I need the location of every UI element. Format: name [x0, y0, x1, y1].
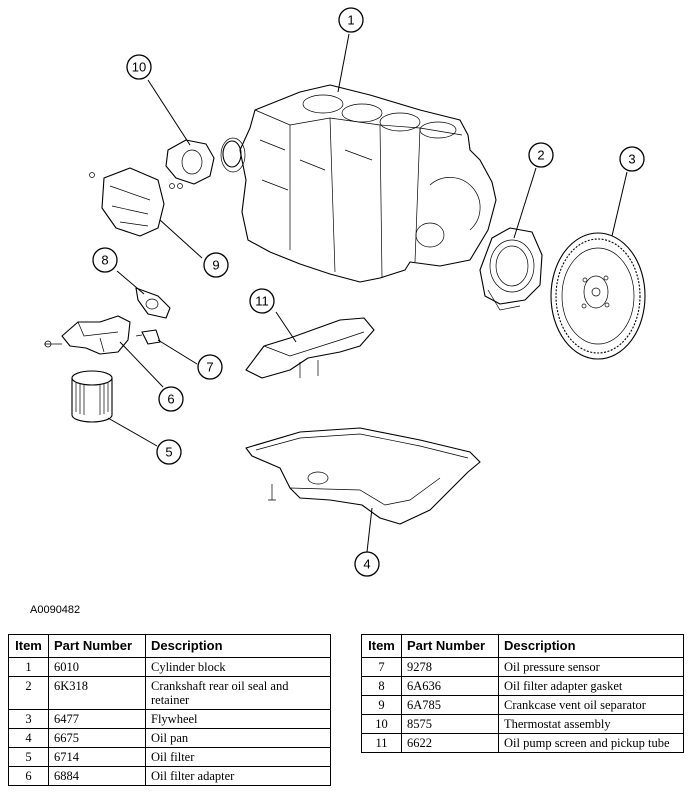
- part-number-cell: 6A785: [401, 695, 499, 715]
- callout-label: 4: [363, 557, 370, 572]
- oil-filter-drawing: [71, 370, 113, 423]
- item-cell: 3: [8, 709, 49, 729]
- callout-label: 1: [347, 13, 354, 28]
- callout-8: 8: [92, 247, 118, 273]
- description-cell: Oil pan: [145, 728, 331, 748]
- oil-pan-drawing: [245, 427, 481, 525]
- part-number-cell: 6884: [48, 766, 146, 786]
- description-cell: Oil filter: [145, 747, 331, 767]
- header-item: Item: [361, 634, 402, 658]
- oil-pressure-sensor-drawing: [135, 329, 161, 345]
- item-cell: 1: [8, 657, 49, 677]
- description-cell: Oil pressure sensor: [498, 657, 684, 677]
- callout-7: 7: [197, 354, 223, 380]
- figure-id: A0090482: [30, 604, 81, 616]
- callout-label: 8: [101, 253, 108, 268]
- table-header-row: Item Part Number Description: [8, 634, 331, 658]
- callout-label: 6: [167, 392, 174, 407]
- callout-label: 10: [132, 60, 146, 75]
- header-description: Description: [145, 634, 331, 658]
- part-number-cell: 6675: [48, 728, 146, 748]
- oil-filter-adapter-drawing: [44, 315, 131, 355]
- pickup-tube-drawing: [245, 317, 375, 379]
- part-number-cell: 6010: [48, 657, 146, 677]
- description-cell: Cylinder block: [145, 657, 331, 677]
- header-part-number: Part Number: [401, 634, 499, 658]
- item-cell: 8: [361, 676, 402, 696]
- callout-5: 5: [156, 439, 182, 465]
- thermostat-drawing: [165, 139, 242, 189]
- header-part-number: Part Number: [48, 634, 146, 658]
- callout-label: 11: [255, 294, 269, 309]
- part-number-cell: 6477: [48, 709, 146, 729]
- callout-label: 9: [212, 258, 219, 273]
- description-cell: Flywheel: [145, 709, 331, 729]
- part-number-cell: 9278: [401, 657, 499, 677]
- item-cell: 9: [361, 695, 402, 715]
- callout-6: 6: [158, 386, 184, 412]
- callout-9: 9: [203, 252, 229, 278]
- part-number-cell: 6714: [48, 747, 146, 767]
- table-header-row: Item Part Number Description: [361, 634, 684, 658]
- description-cell: Crankshaft rear oil seal and retainer: [145, 676, 331, 710]
- exploded-view-diagram: 1 2 3 4 5 6 7 8 9 10 11: [44, 7, 646, 577]
- part-number-cell: 8575: [401, 714, 499, 734]
- description-cell: Thermostat assembly: [498, 714, 684, 734]
- description-cell: Oil filter adapter gasket: [498, 676, 684, 696]
- item-cell: 6: [8, 766, 49, 786]
- description-cell: Oil filter adapter: [145, 766, 331, 786]
- description-cell: Crankcase vent oil separator: [498, 695, 684, 715]
- callout-4: 4: [354, 551, 380, 577]
- callout-3: 3: [619, 146, 645, 172]
- callout-label: 7: [206, 360, 213, 375]
- callout-11: 11: [249, 288, 275, 314]
- header-description: Description: [498, 634, 684, 658]
- item-cell: 2: [8, 676, 49, 710]
- callout-label: 5: [165, 445, 172, 460]
- callout-2: 2: [528, 142, 554, 168]
- item-cell: 7: [361, 657, 402, 677]
- flywheel-drawing: [550, 232, 646, 360]
- cylinder-block-drawing: [220, 84, 497, 283]
- callout-label: 2: [537, 148, 544, 163]
- callout-10: 10: [126, 54, 152, 80]
- header-item: Item: [8, 634, 49, 658]
- description-cell: Oil pump screen and pickup tube: [498, 733, 684, 753]
- item-cell: 10: [361, 714, 402, 734]
- callout-label: 3: [628, 152, 635, 167]
- callout-1: 1: [338, 7, 364, 33]
- gasket-drawing: [135, 287, 171, 319]
- item-cell: 5: [8, 747, 49, 767]
- part-number-cell: 6622: [401, 733, 499, 753]
- leader-lines: [107, 33, 628, 553]
- part-number-cell: 6A636: [401, 676, 499, 696]
- part-number-cell: 6K318: [48, 676, 146, 710]
- item-cell: 11: [361, 733, 402, 753]
- item-cell: 4: [8, 728, 49, 748]
- rear-seal-retainer-drawing: [479, 227, 543, 311]
- vent-separator-drawing: [89, 167, 175, 237]
